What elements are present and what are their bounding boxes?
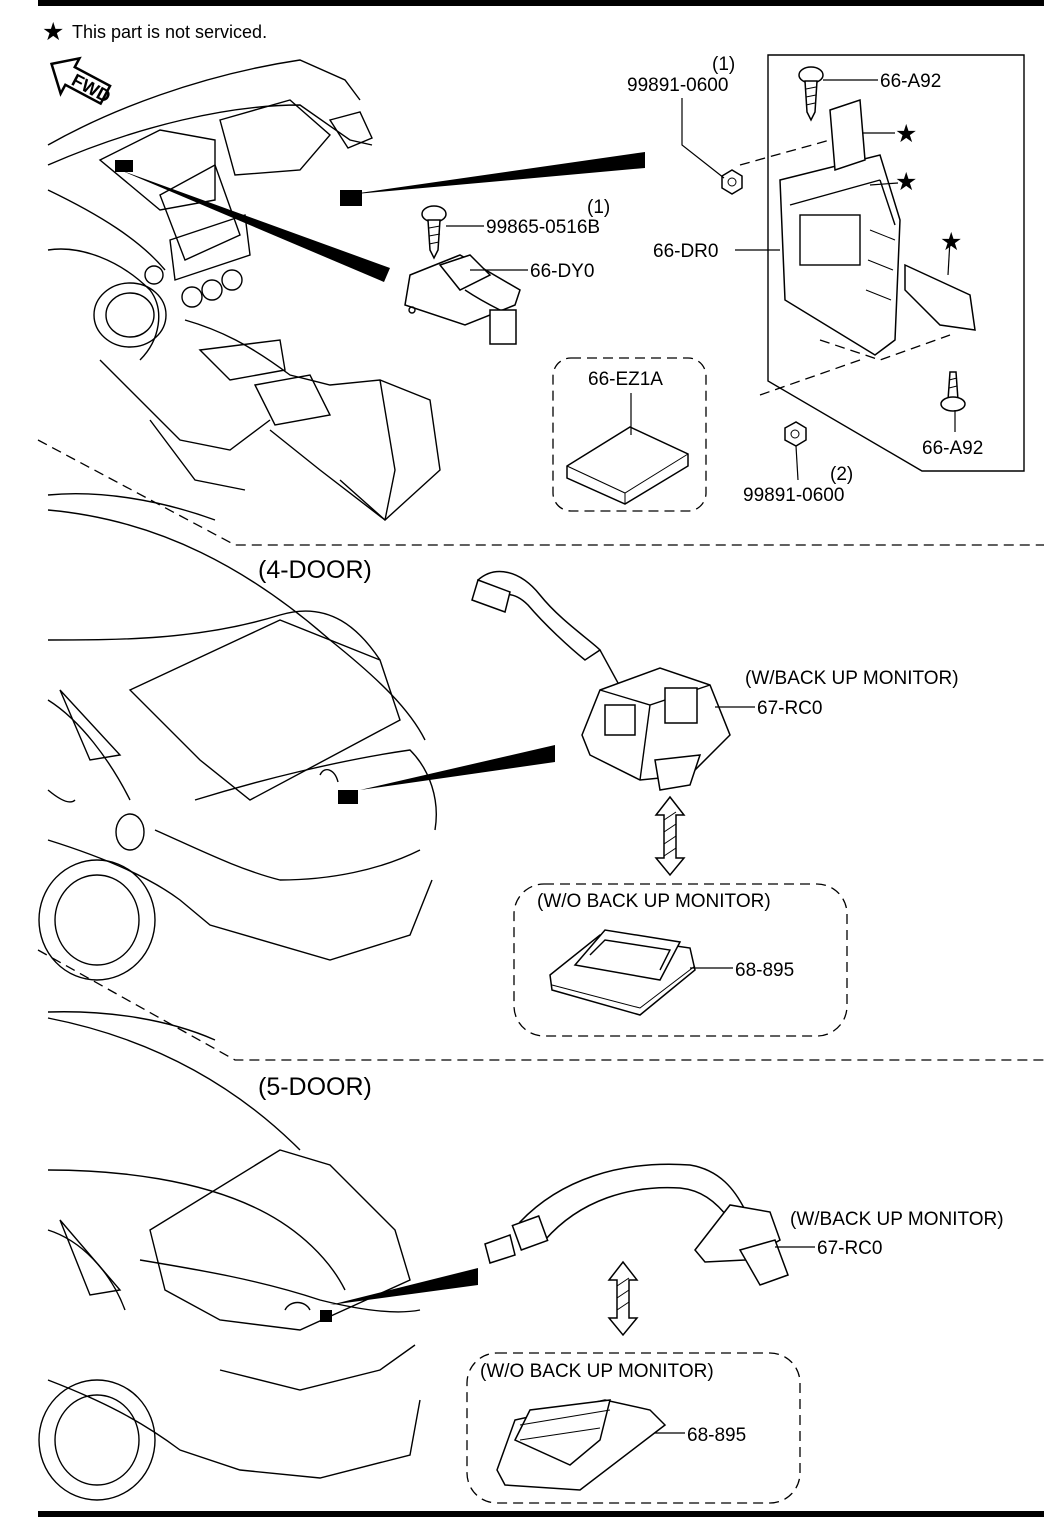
label-895-5door: 68-895 bbox=[687, 1425, 746, 1446]
section-title-5door: (5-DOOR) bbox=[258, 1073, 372, 1101]
unit-box bbox=[767, 54, 1025, 472]
screw-99865-0516b bbox=[421, 205, 447, 260]
bottom-border-bar bbox=[38, 1511, 1044, 1517]
car-5door-illustration bbox=[38, 1011, 478, 1501]
not-serviced-note: ★ This part is not serviced. bbox=[42, 18, 267, 46]
camera-67-rc0-5door bbox=[484, 1163, 789, 1286]
label-ez1a: 66-EZ1A bbox=[588, 369, 663, 390]
cover-5door-box bbox=[466, 1352, 801, 1504]
dashboard-illustration bbox=[47, 59, 645, 521]
unit-dash-guides bbox=[739, 139, 951, 396]
nut-99891-0600-bottom bbox=[784, 421, 807, 447]
star-icon-2: ★ bbox=[895, 168, 917, 196]
label-0516-qty: (1) bbox=[587, 197, 610, 218]
label-a92-top: 66-A92 bbox=[880, 71, 941, 92]
label-nut-bottom-code: 99891-0600 bbox=[743, 485, 844, 506]
svg-text:★: ★ bbox=[940, 228, 962, 256]
label-nut-top-code: 99891-0600 bbox=[627, 75, 728, 96]
label-dy0: 66-DY0 bbox=[530, 261, 594, 282]
label-dr0: 66-DR0 bbox=[653, 241, 718, 262]
top-border-bar bbox=[38, 0, 1044, 6]
label-a92-bottom: 66-A92 bbox=[922, 438, 983, 459]
screw-66-a92-top bbox=[798, 66, 824, 122]
module-66-dy0 bbox=[404, 254, 521, 345]
nut-99891-0600-top bbox=[721, 169, 743, 195]
note-text: This part is not serviced. bbox=[72, 22, 267, 42]
label-rc0-5door-variant: (W/BACK UP MONITOR) bbox=[790, 1209, 1004, 1230]
screw-66-a92-bottom bbox=[940, 371, 966, 412]
label-rc0-5door: 67-RC0 bbox=[817, 1238, 882, 1259]
svg-text:★: ★ bbox=[895, 120, 917, 148]
label-rc0-4door: 67-RC0 bbox=[757, 698, 822, 719]
label-895-4door: 68-895 bbox=[735, 960, 794, 981]
unit-66-dr0 bbox=[779, 98, 976, 356]
star-icon: ★ bbox=[42, 18, 64, 46]
star-icon-1: ★ bbox=[895, 120, 917, 148]
sd-card-66-ez1a bbox=[566, 426, 689, 505]
section-divider-top bbox=[37, 439, 1044, 546]
label-0516-code: 99865-0516B bbox=[486, 217, 600, 238]
double-arrow-icon bbox=[654, 795, 686, 877]
label-nut-top-qty: (1) bbox=[712, 54, 735, 75]
svg-text:★: ★ bbox=[895, 168, 917, 196]
section-title-4door: (4-DOOR) bbox=[258, 556, 372, 584]
fwd-arrow-icon: FWD bbox=[49, 56, 114, 107]
label-895-5door-variant: (W/O BACK UP MONITOR) bbox=[480, 1361, 714, 1382]
section-divider-mid bbox=[37, 949, 1044, 1061]
leader-nut-bottom bbox=[795, 445, 799, 481]
cover-68-895-4door bbox=[549, 929, 696, 1016]
car-4door-illustration bbox=[38, 493, 555, 981]
double-arrow-icon-5door bbox=[607, 1260, 639, 1337]
star-icon-3: ★ bbox=[940, 228, 962, 256]
label-895-4door-variant: (W/O BACK UP MONITOR) bbox=[537, 891, 771, 912]
cover-68-895-5door bbox=[496, 1399, 667, 1491]
leader-nut-top bbox=[681, 98, 725, 179]
label-nut-bottom-qty: (2) bbox=[830, 464, 853, 485]
cover-4door-box bbox=[513, 883, 848, 1037]
label-rc0-4door-variant: (W/BACK UP MONITOR) bbox=[745, 668, 959, 689]
camera-67-rc0-4door bbox=[471, 570, 731, 791]
